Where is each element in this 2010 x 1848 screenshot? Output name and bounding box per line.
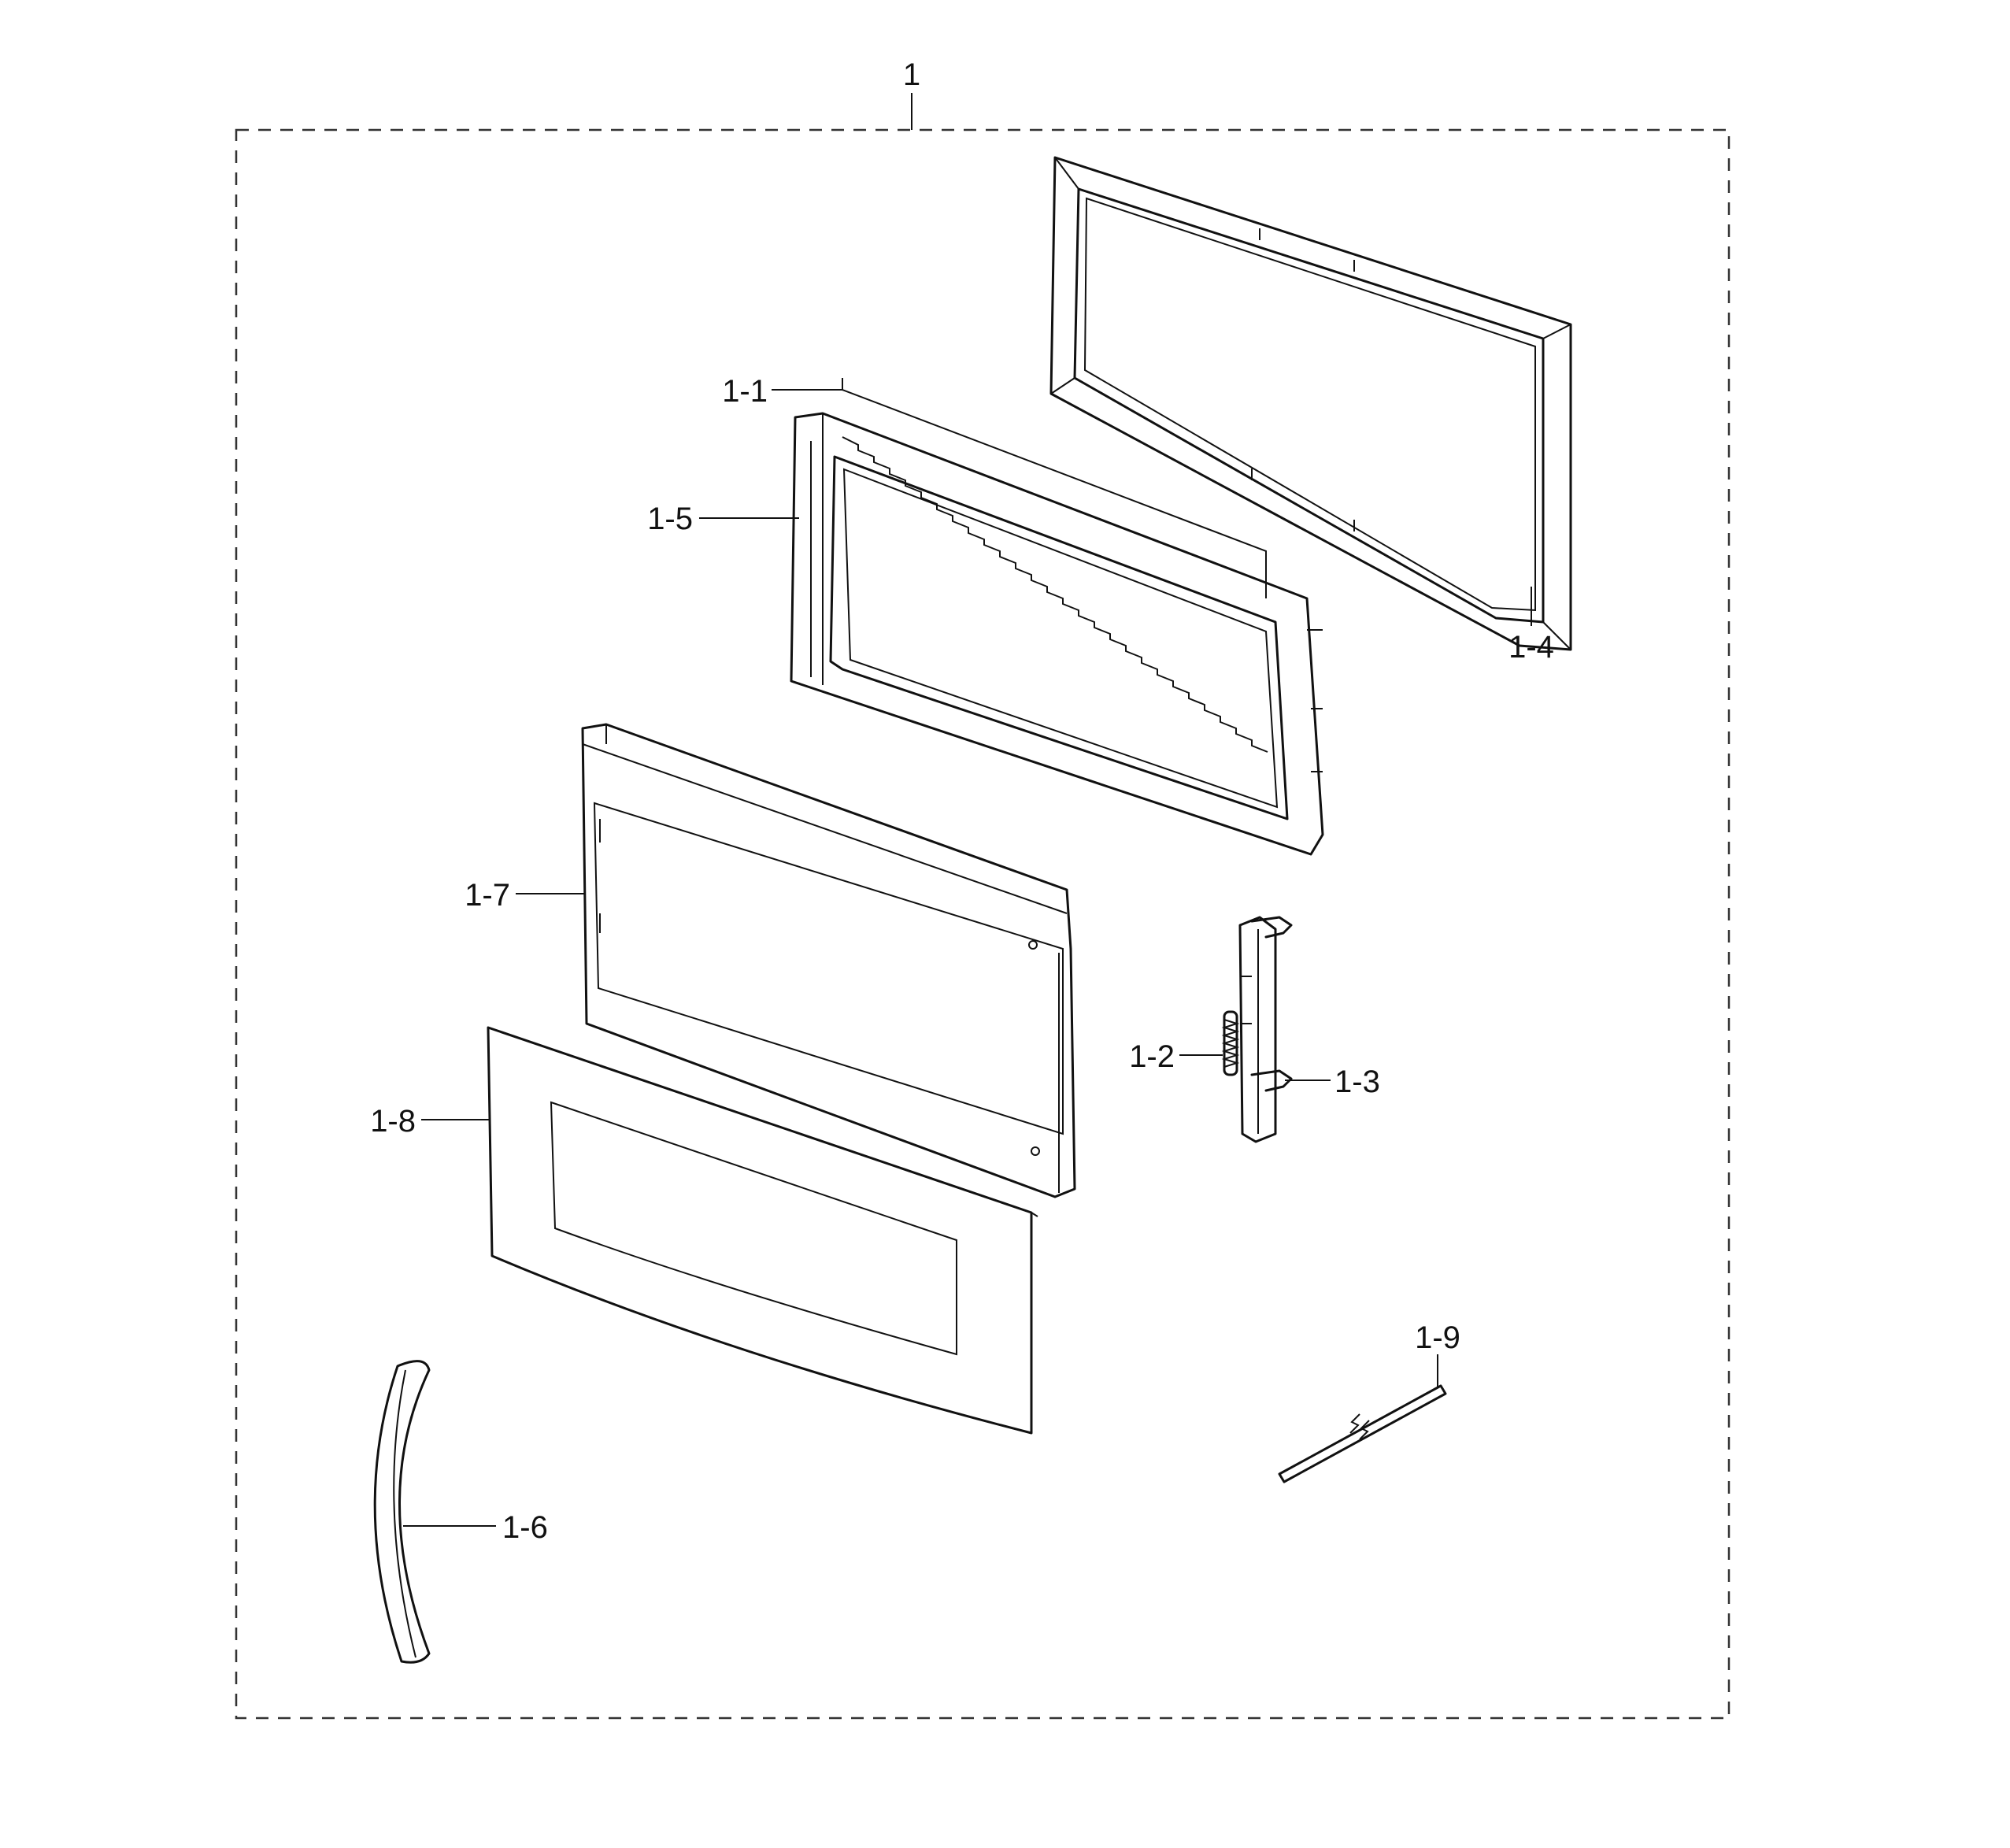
callout-1-8: 1-8 <box>370 1104 416 1139</box>
callout-1-2: 1-2 <box>1129 1039 1175 1074</box>
part-1-2-spring[interactable] <box>1221 1010 1240 1076</box>
callout-1-9: 1-9 <box>1415 1320 1460 1355</box>
leader-1-1-bracket <box>842 378 1267 598</box>
part-1-7-door-panel[interactable] <box>581 723 1076 1198</box>
callout-1-7: 1-7 <box>465 878 510 913</box>
callout-1-4: 1-4 <box>1508 630 1554 665</box>
callout-1-6: 1-6 <box>502 1510 548 1545</box>
part-1-8-door-glass[interactable] <box>487 1026 1038 1435</box>
callout-1-3: 1-3 <box>1334 1065 1380 1099</box>
assembly-label: 1 <box>903 57 920 92</box>
part-1-9-rod[interactable] <box>1278 1384 1447 1483</box>
part-1-6-door-handle[interactable] <box>373 1360 431 1664</box>
assembly-boundary <box>235 128 1731 1720</box>
part-1-4-back-frame[interactable] <box>1049 156 1572 651</box>
callout-1-1: 1-1 <box>722 374 768 409</box>
callout-1-5: 1-5 <box>647 502 693 536</box>
part-1-5-door-frame[interactable] <box>790 412 1324 856</box>
part-1-3-latch-hook[interactable] <box>1238 916 1293 1143</box>
